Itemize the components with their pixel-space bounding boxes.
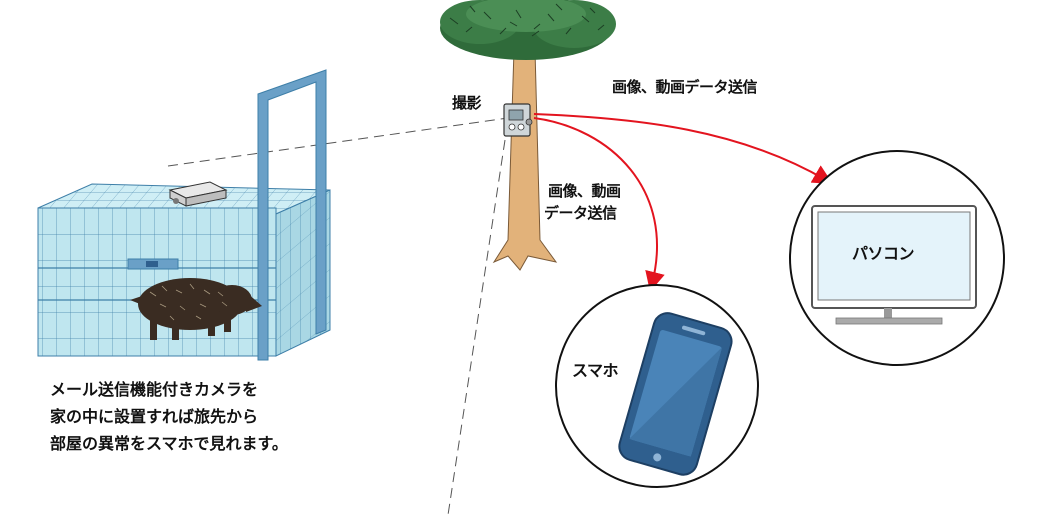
caption-line-1: メール送信機能付きカメラを [50, 380, 259, 399]
to-phone-label-line2: データ送信 [544, 204, 617, 222]
pc-circle [789, 150, 1005, 366]
monitor-icon [811, 205, 977, 325]
trail-camera [503, 103, 533, 137]
cage-door-frame [257, 69, 327, 361]
phone-circle [555, 284, 759, 488]
caption-line-3: 部屋の異常をスマホで見れます。 [50, 434, 288, 453]
camera-view-lines [167, 117, 509, 516]
tree-trunk [492, 49, 558, 271]
smartphone-icon [618, 312, 733, 476]
tree [440, 0, 616, 271]
pc-label: パソコン [852, 244, 915, 263]
caption-line-2: 家の中に設置すれば旅先から [50, 407, 259, 426]
arrows [533, 113, 833, 292]
arrow-to-pc [533, 113, 833, 185]
shoot-label: 撮影 [452, 94, 482, 112]
tree-foliage [440, 0, 616, 60]
to-pc-label: 画像、動画データ送信 [612, 78, 758, 96]
boar-illustration [130, 278, 262, 340]
arrow-to-phone [533, 117, 665, 292]
phone-label: スマホ [572, 361, 619, 380]
cage-trap [37, 69, 331, 361]
caption-text: メール送信機能付きカメラを 家の中に設置すれば旅先から 部屋の異常をスマホで見れ… [50, 376, 288, 457]
cage-device [168, 181, 228, 207]
to-phone-label-line1: 画像、動画 [548, 182, 621, 200]
